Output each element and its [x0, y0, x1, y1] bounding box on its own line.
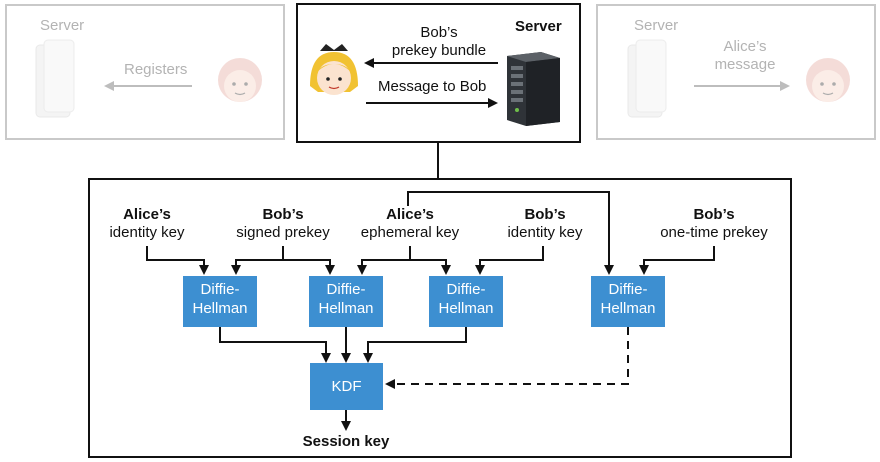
- alice-avatar-icon: [310, 44, 358, 95]
- key-owner: Bob’s: [693, 206, 735, 223]
- dh-label-line2: Hellman: [318, 300, 374, 317]
- bundle-label-line2: prekey bundle: [391, 42, 487, 59]
- key-label-bob-one-time-prekey: Bob’s one-time prekey: [650, 206, 778, 242]
- bundle-label-line1: Bob’s: [420, 24, 458, 41]
- key-agreement-panel: [88, 178, 792, 458]
- bundle-label: Bob’s prekey bundle: [385, 24, 493, 60]
- session-key-label: Session key: [302, 433, 390, 450]
- bob-avatar-icon: [806, 58, 850, 102]
- center-panel: [296, 3, 581, 143]
- key-name: one-time prekey: [660, 224, 768, 241]
- key-label-bob-signed-prekey: Bob’s signed prekey: [228, 206, 338, 242]
- alice-message-label: Alice’s message: [710, 38, 780, 74]
- dh-label-line2: Hellman: [600, 300, 656, 317]
- bob-avatar-icon: [218, 58, 262, 102]
- server-icon: [35, 39, 75, 118]
- dh-label-line1: Diffie-: [608, 281, 648, 298]
- key-owner: Alice’s: [123, 206, 171, 223]
- registers-label: Registers: [124, 61, 188, 78]
- key-owner: Bob’s: [262, 206, 304, 223]
- key-name: identity key: [109, 224, 185, 241]
- server-icon: [627, 39, 667, 118]
- diffie-hellman-box-3: Diffie- Hellman: [429, 276, 503, 327]
- key-owner: Bob’s: [524, 206, 566, 223]
- dh-label-line2: Hellman: [438, 300, 494, 317]
- dh-label-line1: Diffie-: [446, 281, 486, 298]
- diffie-hellman-box-2: Diffie- Hellman: [309, 276, 383, 327]
- key-owner: Alice’s: [386, 206, 434, 223]
- key-name: ephemeral key: [360, 224, 460, 241]
- message-label: Message to Bob: [378, 78, 487, 95]
- diffie-hellman-box-4: Diffie- Hellman: [591, 276, 665, 327]
- left-panel: [5, 4, 285, 140]
- diffie-hellman-box-1: Diffie- Hellman: [183, 276, 257, 327]
- server-icon: [507, 52, 560, 126]
- key-name: identity key: [507, 224, 583, 241]
- key-label-alice-identity: Alice’s identity key: [97, 206, 197, 242]
- alice-message-line2: message: [714, 56, 776, 73]
- kdf-box: KDF: [310, 363, 383, 410]
- key-label-bob-identity: Bob’s identity key: [495, 206, 595, 242]
- key-label-alice-ephemeral: Alice’s ephemeral key: [350, 206, 470, 242]
- dh-label-line1: Diffie-: [326, 281, 366, 298]
- center-server-label: Server: [515, 18, 562, 35]
- left-server-label: Server: [40, 17, 85, 34]
- dh-label-line2: Hellman: [192, 300, 248, 317]
- alice-message-line1: Alice’s: [723, 38, 767, 55]
- key-name: signed prekey: [236, 224, 330, 241]
- dh-label-line1: Diffie-: [200, 281, 240, 298]
- right-panel: [596, 4, 876, 140]
- right-server-label: Server: [634, 17, 679, 34]
